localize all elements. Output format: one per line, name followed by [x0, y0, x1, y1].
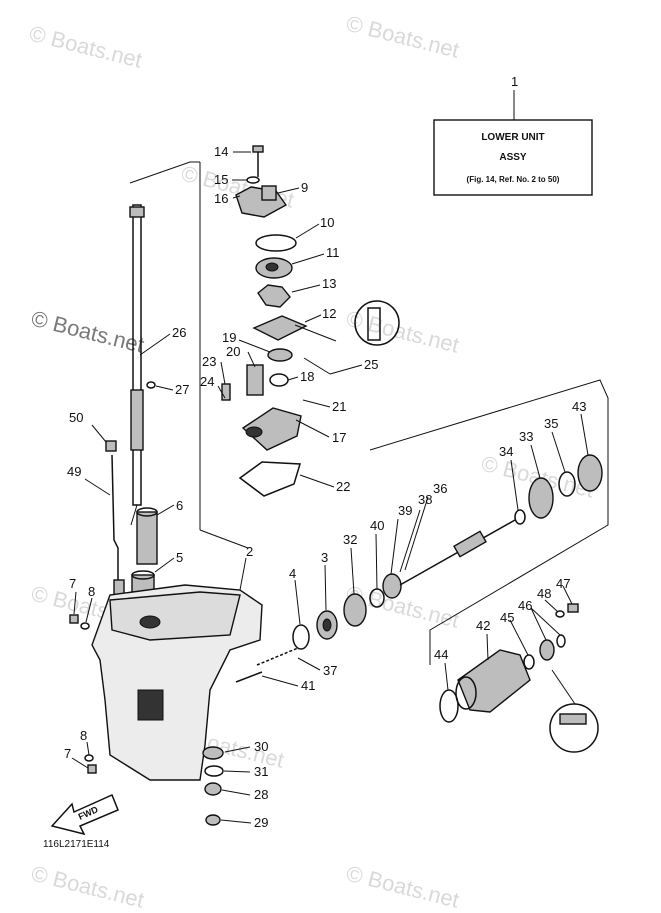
callout-7: 7	[69, 576, 76, 591]
assembly-boundary	[129, 161, 609, 665]
callout-47: 47	[556, 576, 570, 591]
callout-27: 27	[175, 382, 189, 397]
lower-bearings	[202, 746, 224, 826]
callout-33: 33	[519, 429, 533, 444]
callout-4: 4	[289, 566, 296, 581]
callout-24: 24	[200, 374, 214, 389]
callout-39: 39	[398, 503, 412, 518]
callout-43: 43	[572, 399, 586, 414]
info-box-line1: LOWER UNIT	[481, 132, 544, 143]
callout-48: 48	[537, 586, 551, 601]
watermark: © Boats.net	[29, 306, 147, 358]
callout-19: 19	[222, 330, 236, 345]
water-pump-assembly	[221, 145, 337, 497]
watermark: © Boats.net	[344, 11, 462, 63]
fwd-arrow: FWD	[50, 793, 119, 836]
callout-40: 40	[370, 518, 384, 533]
pin-part	[146, 381, 156, 389]
callout-numbers: 2 3 4 5 6 7 8 9 10 11 12 13 14 15 16 17 …	[64, 144, 586, 830]
propeller-shaft	[399, 509, 526, 586]
callout-25: 25	[364, 357, 378, 372]
callout-15: 15	[214, 172, 228, 187]
callout-21: 21	[332, 399, 346, 414]
callout-14: 14	[214, 144, 228, 159]
callout-16: 16	[214, 191, 228, 206]
callout-41: 41	[301, 678, 315, 693]
callout-8: 8	[88, 584, 95, 599]
callout-5: 5	[176, 550, 183, 565]
callout-6: 6	[176, 498, 183, 513]
drive-shaft-sleeve	[131, 507, 158, 598]
callout-3: 3	[321, 550, 328, 565]
callout-22: 22	[336, 479, 350, 494]
callout-45: 45	[500, 610, 514, 625]
callout-31: 31	[254, 764, 268, 779]
callout-50: 50	[69, 410, 83, 425]
watermark: © Boats.net	[344, 861, 462, 913]
diagram-code: 116L2171E114	[43, 839, 110, 850]
shift-rod	[105, 440, 125, 601]
watermark: © Boats.net	[29, 861, 147, 913]
callout-37: 37	[323, 663, 337, 678]
callout-12: 12	[322, 306, 336, 321]
callout-34: 34	[499, 444, 513, 459]
callout-9: 9	[301, 180, 308, 195]
bolts-left	[69, 614, 97, 774]
callout-8-lower: 8	[80, 728, 87, 743]
callout-20: 20	[226, 344, 240, 359]
callout-10: 10	[320, 215, 334, 230]
info-box-line3: (Fig. 14, Ref. No. 2 to 50)	[467, 175, 560, 184]
callout-26: 26	[172, 325, 186, 340]
lower-casing	[91, 584, 263, 781]
info-box: 1 LOWER UNIT ASSY (Fig. 14, Ref. No. 2 t…	[433, 74, 593, 196]
callout-35: 35	[544, 416, 558, 431]
watermark: © Boats.net	[27, 21, 145, 73]
leader-lines	[71, 151, 589, 824]
callout-7-lower: 7	[64, 746, 71, 761]
shift-spring	[235, 647, 299, 683]
callout-2: 2	[246, 544, 253, 559]
callout-13: 13	[322, 276, 336, 291]
callout-30: 30	[254, 739, 268, 754]
forward-gear-set	[292, 573, 402, 650]
bearing-housing	[439, 603, 599, 753]
info-box-line2: ASSY	[499, 152, 527, 163]
callout-46: 46	[518, 598, 532, 613]
callout-23: 23	[202, 354, 216, 369]
watermark: © Boats.net	[344, 306, 462, 358]
pin-detail-inset	[354, 300, 400, 346]
callout-18: 18	[300, 369, 314, 384]
callout-29: 29	[254, 815, 268, 830]
callout-32: 32	[343, 532, 357, 547]
callout-49: 49	[67, 464, 81, 479]
callout-36: 36	[433, 481, 447, 496]
callout-44: 44	[434, 647, 448, 662]
callout-1: 1	[511, 74, 518, 89]
drive-shaft	[129, 204, 145, 526]
callout-17: 17	[332, 430, 346, 445]
callout-42: 42	[476, 618, 490, 633]
callout-11: 11	[326, 245, 340, 260]
callout-38: 38	[418, 492, 432, 507]
callout-28: 28	[254, 787, 268, 802]
reverse-gear-set	[528, 454, 603, 519]
